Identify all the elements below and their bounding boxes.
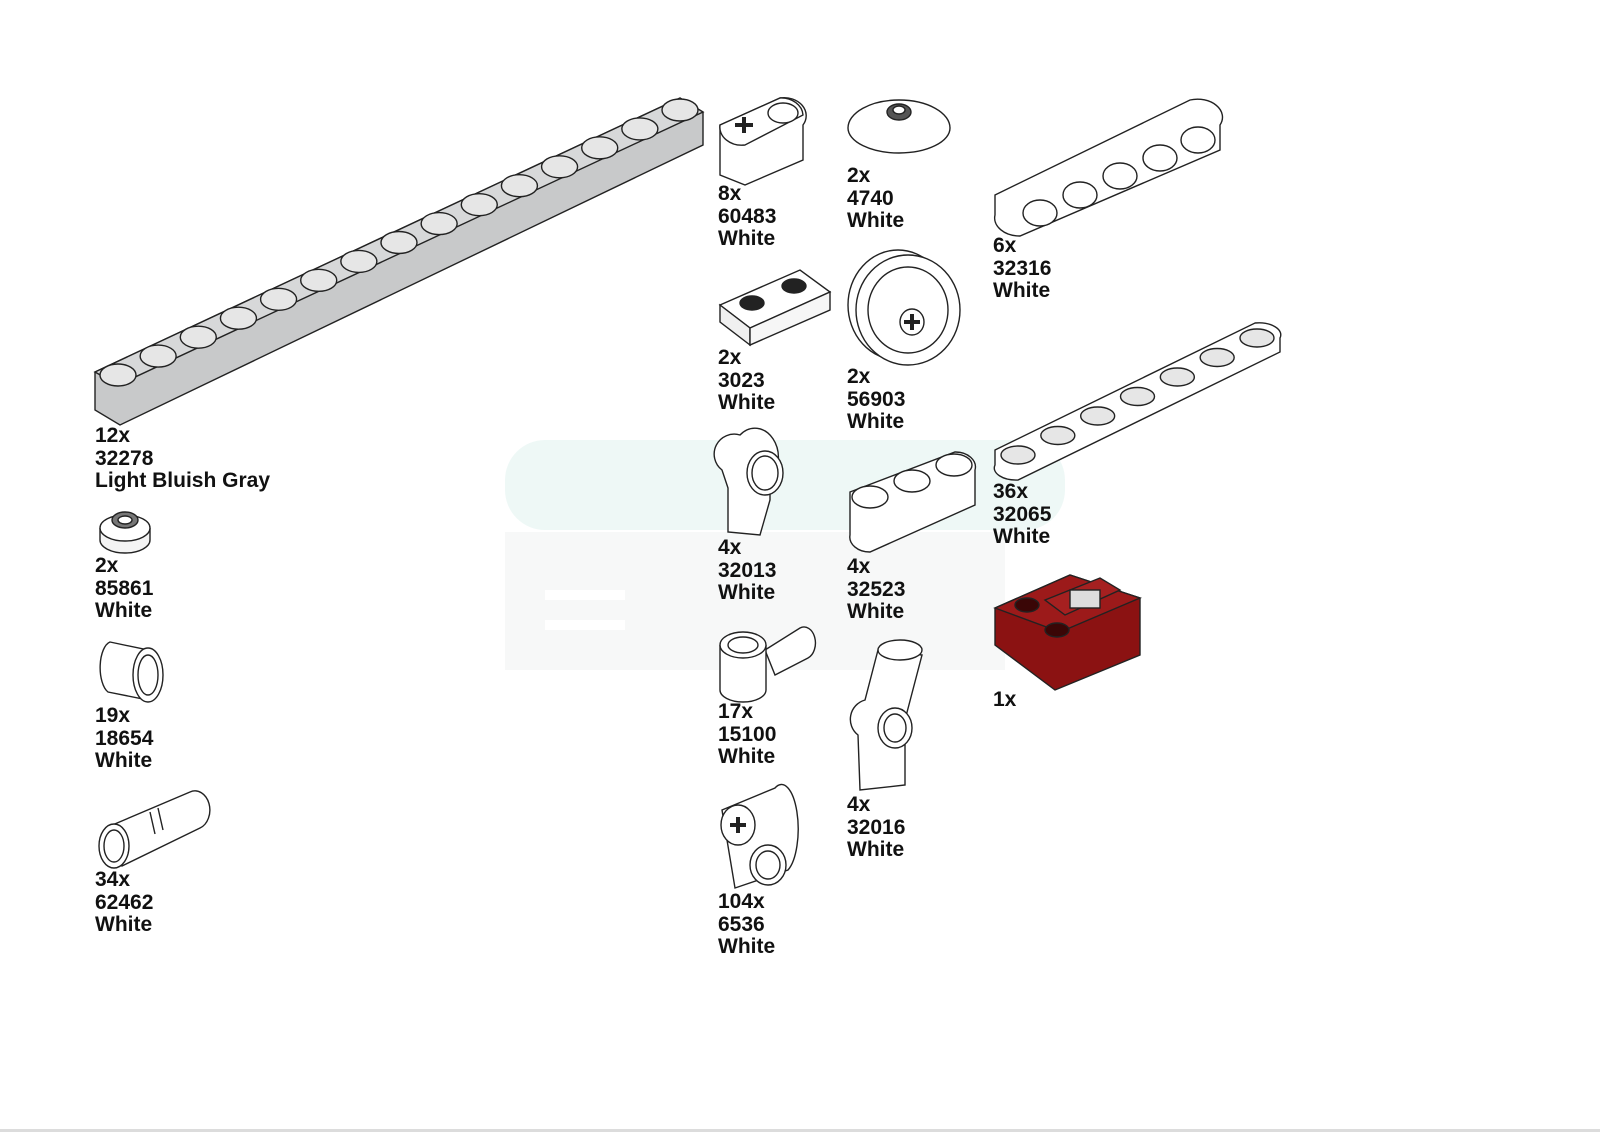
part-quantity: 104x xyxy=(718,890,765,913)
watermark-logo xyxy=(505,440,1065,670)
part-color: White xyxy=(718,581,776,604)
part-color: White xyxy=(718,935,776,958)
part-number: 4740 xyxy=(847,186,894,210)
part-color: White xyxy=(993,279,1051,302)
part-quantity: 4x xyxy=(847,793,871,816)
technic-beam-3-icon xyxy=(849,451,977,553)
part-quantity: 8x xyxy=(718,182,742,205)
beam-hole xyxy=(300,268,338,293)
part-color: White xyxy=(95,913,153,936)
beam-hole xyxy=(621,117,659,141)
part-number: 32016 xyxy=(847,815,906,839)
dark-red-brick-part-icon xyxy=(993,574,1142,691)
part-quantity: 36x xyxy=(993,480,1029,503)
beam-hole xyxy=(259,287,298,311)
part-quantity: 2x xyxy=(95,554,119,577)
page-bottom-border xyxy=(0,1129,1600,1132)
beam-1-icon xyxy=(99,641,164,703)
part-number: 85861 xyxy=(95,576,154,600)
beam-hole xyxy=(380,230,418,255)
part-number: 32065 xyxy=(993,502,1052,526)
part-quantity: 4x xyxy=(847,555,871,578)
part-quantity: 2x xyxy=(718,346,742,369)
beam-hole xyxy=(139,344,177,368)
part-number: 56903 xyxy=(847,387,906,411)
part-number: 62462 xyxy=(95,890,154,914)
part-number: 60483 xyxy=(718,204,777,228)
beam-hole xyxy=(540,155,579,179)
part-quantity: 2x xyxy=(847,365,871,388)
plate-1x2-icon xyxy=(718,269,832,347)
beam-hole xyxy=(340,249,378,274)
angle-connector-3-icon xyxy=(849,639,923,791)
part-quantity: 34x xyxy=(95,868,131,891)
beam-hole xyxy=(1079,406,1116,426)
wheel-icon xyxy=(847,249,961,366)
part-number: 32523 xyxy=(847,577,906,601)
beam-hole xyxy=(420,211,458,236)
part-color: White xyxy=(95,599,153,622)
part-color: White xyxy=(847,410,905,433)
pin-with-hole-icon xyxy=(719,626,817,703)
beam-hole xyxy=(661,98,699,122)
part-color: White xyxy=(95,749,153,772)
axle-pin-connector-perpendicular-icon xyxy=(720,783,799,889)
angle-connector-1-icon xyxy=(713,427,784,536)
round-plate-open-stud-icon xyxy=(99,511,151,554)
beam-hole xyxy=(1239,328,1275,348)
part-quantity: 1x xyxy=(993,688,1017,711)
part-quantity: 4x xyxy=(718,536,742,559)
part-color: White xyxy=(993,525,1051,548)
pin-connector-icon xyxy=(98,790,211,869)
part-number: 3023 xyxy=(718,368,765,392)
part-quantity: 12x xyxy=(95,424,131,447)
part-number: 6536 xyxy=(718,912,765,936)
part-number: 18654 xyxy=(95,726,154,750)
part-color: White xyxy=(718,745,776,768)
part-quantity: 17x xyxy=(718,700,754,723)
part-color: White xyxy=(847,838,905,861)
part-number: 32013 xyxy=(718,558,777,582)
technic-beam-7-thin-icon xyxy=(993,322,1282,481)
part-color: White xyxy=(718,227,776,250)
beam-hole xyxy=(1040,425,1076,446)
part-color: White xyxy=(847,209,905,232)
beam-hole xyxy=(581,136,619,160)
technic-beam-15-icon xyxy=(93,97,705,426)
part-color: White xyxy=(847,600,905,623)
dish-2x2-icon xyxy=(847,99,951,154)
part-color: White xyxy=(718,391,776,414)
part-quantity: 19x xyxy=(95,704,131,727)
part-number: 32316 xyxy=(993,256,1052,280)
beam-hole xyxy=(1199,347,1235,368)
beam-1x2-axle-hole-icon xyxy=(719,96,807,186)
beam-hole xyxy=(1119,386,1156,407)
part-number: 15100 xyxy=(718,722,777,746)
part-quantity: 6x xyxy=(993,234,1017,257)
part-color: Light Bluish Gray xyxy=(95,469,271,492)
beam-hole xyxy=(219,306,258,330)
beam-hole xyxy=(1000,445,1036,465)
technic-beam-5-icon xyxy=(993,98,1224,237)
part-number: 32278 xyxy=(95,446,154,470)
beam-hole xyxy=(1159,367,1196,387)
beam-hole xyxy=(179,325,217,349)
beam-hole xyxy=(99,363,137,387)
beam-hole xyxy=(460,192,498,217)
part-quantity: 2x xyxy=(847,164,871,187)
beam-hole xyxy=(500,174,539,198)
